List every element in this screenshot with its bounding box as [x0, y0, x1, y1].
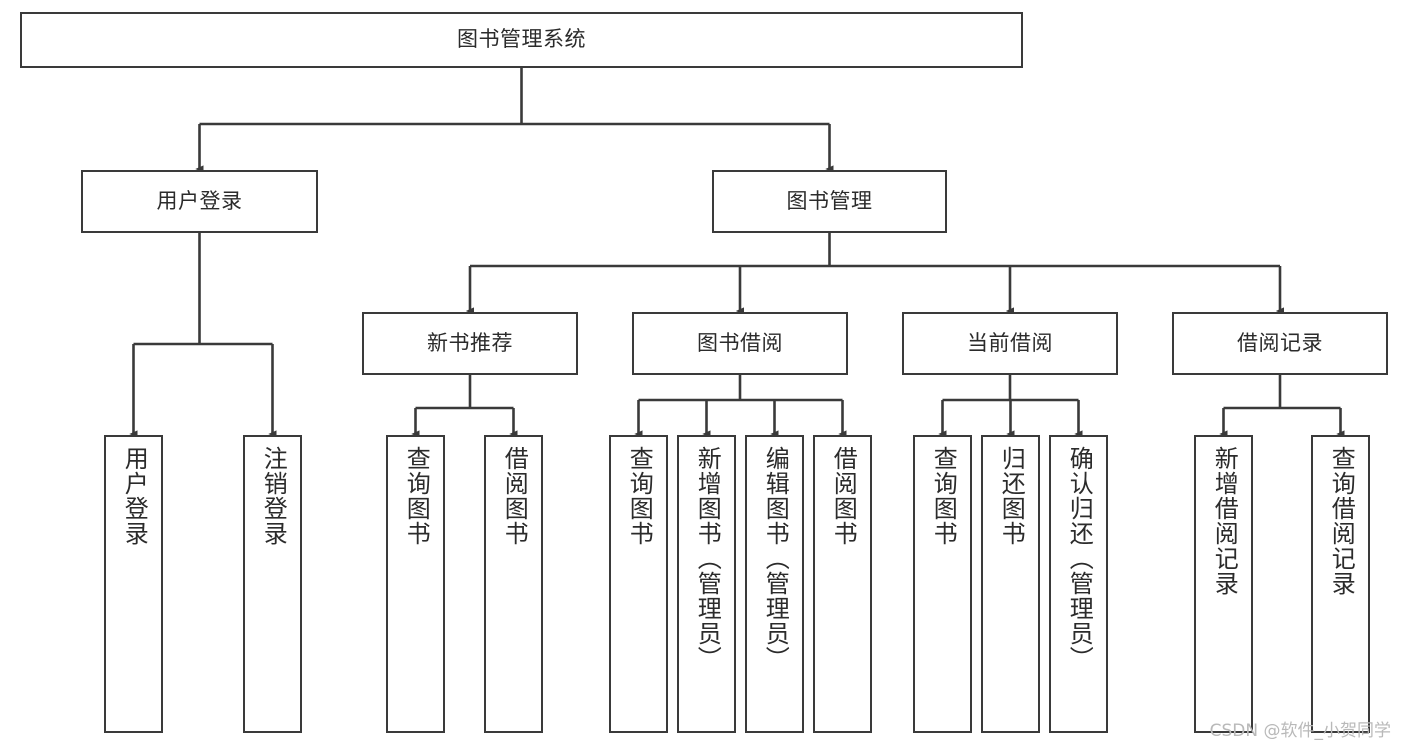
leaf-logout-label: 注销登录 [259, 446, 288, 546]
leaf-add-borrow-record[interactable]: 新增借阅记录 [1194, 435, 1253, 733]
leaf-borrow-book-recommend-label: 借阅图书 [500, 446, 529, 546]
node-book-borrow[interactable]: 图书借阅 [632, 312, 848, 375]
node-borrow-record-label: 借阅记录 [1237, 330, 1323, 355]
leaf-add-borrow-record-label: 新增借阅记录 [1210, 446, 1239, 596]
leaf-query-book-borrow[interactable]: 查询图书 [609, 435, 668, 733]
node-current-borrow[interactable]: 当前借阅 [902, 312, 1118, 375]
leaf-edit-book-label: 编辑图书（管理员） [761, 446, 790, 671]
node-user-login[interactable]: 用户登录 [81, 170, 318, 233]
leaf-user-login[interactable]: 用户登录 [104, 435, 163, 733]
leaf-add-book[interactable]: 新增图书（管理员） [677, 435, 736, 733]
leaf-query-book-borrow-label: 查询图书 [625, 446, 654, 546]
leaf-add-book-label: 新增图书（管理员） [693, 446, 722, 671]
leaf-edit-book[interactable]: 编辑图书（管理员） [745, 435, 804, 733]
leaf-query-book-current[interactable]: 查询图书 [913, 435, 972, 733]
node-current-borrow-label: 当前借阅 [967, 330, 1053, 355]
leaf-confirm-return-label: 确认归还（管理员） [1065, 446, 1094, 671]
node-book-borrow-label: 图书借阅 [697, 330, 783, 355]
leaf-confirm-return[interactable]: 确认归还（管理员） [1049, 435, 1108, 733]
leaf-return-book[interactable]: 归还图书 [981, 435, 1040, 733]
watermark: CSDN @软件_小贺同学 [1209, 721, 1391, 741]
node-book-manage-label: 图书管理 [786, 188, 873, 213]
leaf-borrow-book[interactable]: 借阅图书 [813, 435, 872, 733]
leaf-borrow-book-label: 借阅图书 [829, 446, 858, 546]
node-root-label: 图书管理系统 [457, 27, 586, 52]
node-new-book-recommend-label: 新书推荐 [427, 330, 513, 355]
node-root[interactable]: 图书管理系统 [20, 12, 1023, 68]
leaf-logout[interactable]: 注销登录 [243, 435, 302, 733]
leaf-query-book-current-label: 查询图书 [929, 446, 958, 546]
node-new-book-recommend[interactable]: 新书推荐 [362, 312, 578, 375]
leaf-borrow-book-recommend[interactable]: 借阅图书 [484, 435, 543, 733]
leaf-query-borrow-record[interactable]: 查询借阅记录 [1311, 435, 1370, 733]
leaf-user-login-label: 用户登录 [120, 446, 149, 546]
leaf-return-book-label: 归还图书 [997, 446, 1026, 546]
node-borrow-record[interactable]: 借阅记录 [1172, 312, 1388, 375]
leaf-query-borrow-record-label: 查询借阅记录 [1327, 446, 1356, 596]
node-book-manage[interactable]: 图书管理 [712, 170, 947, 233]
node-user-login-label: 用户登录 [156, 188, 243, 213]
leaf-query-book-recommend-label: 查询图书 [402, 446, 431, 546]
leaf-query-book-recommend[interactable]: 查询图书 [386, 435, 445, 733]
